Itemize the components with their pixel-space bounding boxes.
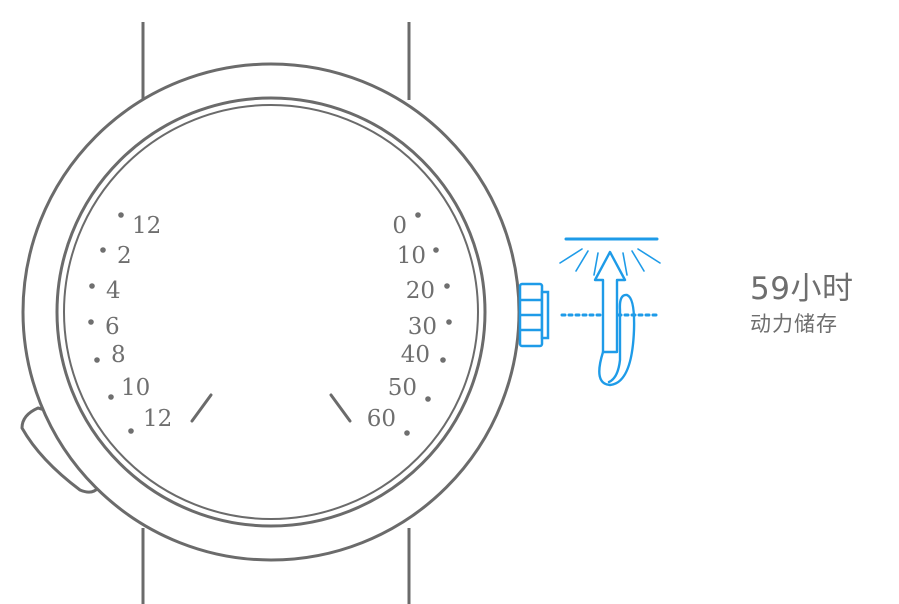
watch-case xyxy=(21,62,521,562)
left-scale-label: 12 xyxy=(143,406,172,432)
right-scale-dots xyxy=(404,212,452,436)
power-reserve-label: 动力储存 xyxy=(750,312,838,336)
watch-crown-icon xyxy=(518,282,550,348)
right-scale-label: 50 xyxy=(388,375,417,401)
left-scale-labels: 12 2 4 6 8 10 12 xyxy=(105,213,172,432)
right-scale-label: 60 xyxy=(367,406,396,432)
right-indicator-hand xyxy=(329,393,352,423)
right-scale-label: 20 xyxy=(406,278,435,304)
right-scale-label: 30 xyxy=(408,314,437,340)
right-scale-labels: 0 10 20 30 40 50 60 xyxy=(367,213,437,432)
left-scale-label: 4 xyxy=(106,278,121,304)
right-scale-label: 40 xyxy=(401,342,430,368)
left-scale-label: 2 xyxy=(117,243,132,269)
left-scale-label: 6 xyxy=(105,314,120,340)
watch-bezel xyxy=(55,96,487,528)
left-scale-dots xyxy=(88,212,134,434)
power-reserve-value: 59小时 xyxy=(750,271,854,307)
right-scale-label: 10 xyxy=(397,243,426,269)
left-scale-label: 12 xyxy=(132,213,161,239)
winding-arrow-icon xyxy=(559,237,661,387)
left-scale-label: 8 xyxy=(111,342,126,368)
left-scale-label: 10 xyxy=(121,375,150,401)
watch-strap-top xyxy=(141,22,411,100)
power-reserve-caption: 59小时 动力储存 xyxy=(750,270,899,338)
watch-strap-bottom xyxy=(141,528,411,604)
left-indicator-hand xyxy=(190,393,213,423)
watch-dial xyxy=(63,104,479,520)
right-scale-label: 0 xyxy=(392,213,407,239)
